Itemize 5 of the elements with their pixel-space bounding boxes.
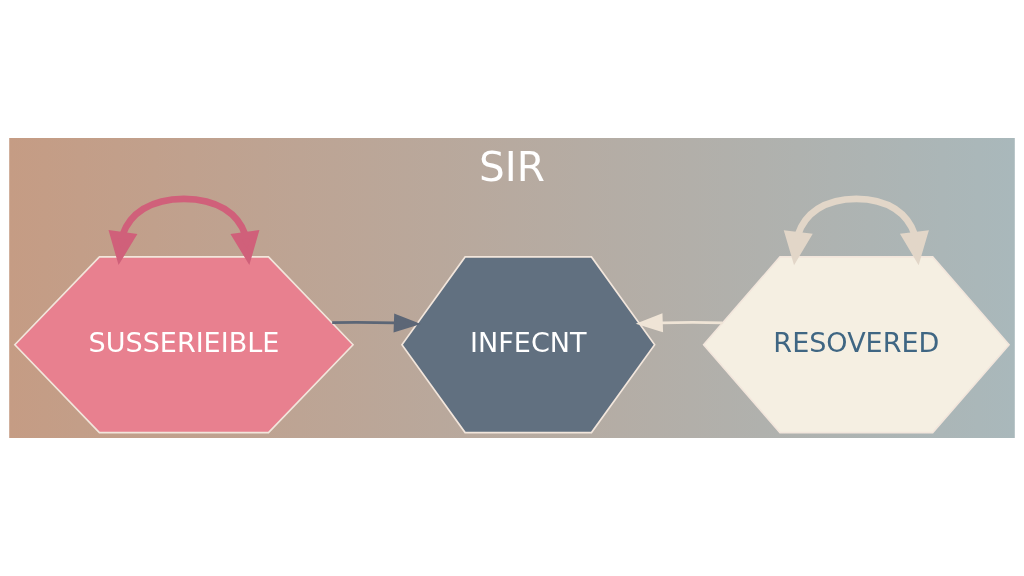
arrow (332, 313, 421, 333)
arrow (635, 313, 723, 333)
arrow (783, 195, 929, 266)
diagram-title: SIR (479, 143, 545, 192)
arrow (108, 195, 260, 266)
